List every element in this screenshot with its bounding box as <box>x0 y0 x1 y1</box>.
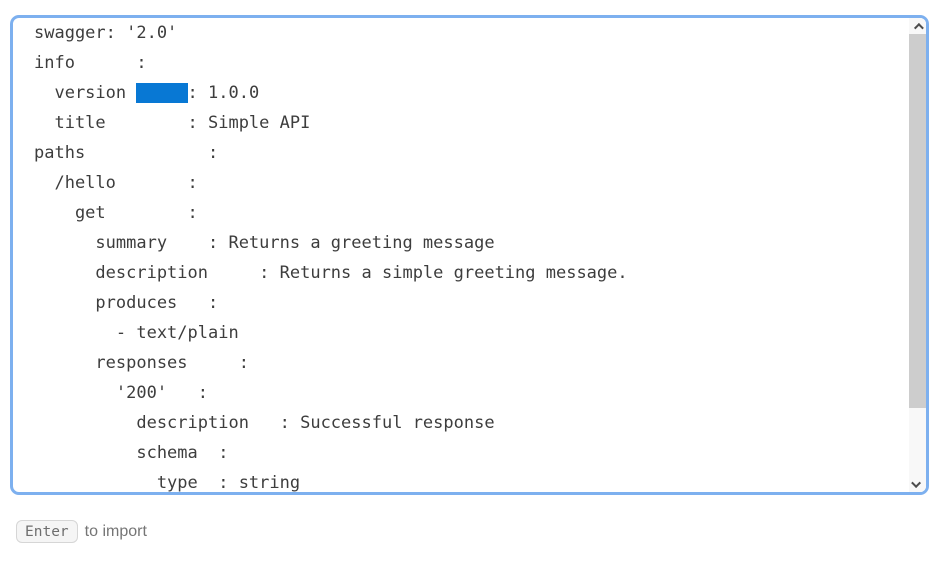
import-hint: Enter to import <box>16 520 147 543</box>
code-line: produces : <box>34 293 219 313</box>
yaml-code: swagger: '2.0' info : version : 1.0.0 tit… <box>13 18 909 492</box>
text-selection <box>136 83 188 103</box>
code-line: - text/plain <box>34 323 239 343</box>
import-hint-text: to import <box>84 522 147 540</box>
code-line: /hello : <box>34 173 198 193</box>
code-line: get : <box>34 203 198 223</box>
enter-key-badge: Enter <box>16 520 78 543</box>
scrollbar-thumb[interactable] <box>909 34 926 408</box>
code-line: type : string <box>34 473 301 492</box>
chevron-up-icon <box>913 22 924 33</box>
code-line: schema : <box>34 443 229 463</box>
code-line: info : <box>34 53 147 73</box>
scrollbar-down-button[interactable] <box>909 476 926 492</box>
code-line: description : Successful response <box>34 413 495 433</box>
code-line: version : 1.0.0 <box>34 83 260 103</box>
scrollbar-up-button[interactable] <box>909 18 926 34</box>
yaml-import-editor[interactable]: swagger: '2.0' info : version : 1.0.0 tit… <box>10 15 929 495</box>
code-line: swagger: '2.0' <box>34 23 178 43</box>
code-line: summary : Returns a greeting message <box>34 233 495 253</box>
vertical-scrollbar[interactable] <box>909 18 926 492</box>
code-line: '200' : <box>34 383 208 403</box>
chevron-down-icon <box>911 477 922 488</box>
code-line: paths : <box>34 143 219 163</box>
code-line: title : Simple API <box>34 113 311 133</box>
code-line: responses : <box>34 353 249 373</box>
code-line: description : Returns a simple greeting … <box>34 263 628 283</box>
